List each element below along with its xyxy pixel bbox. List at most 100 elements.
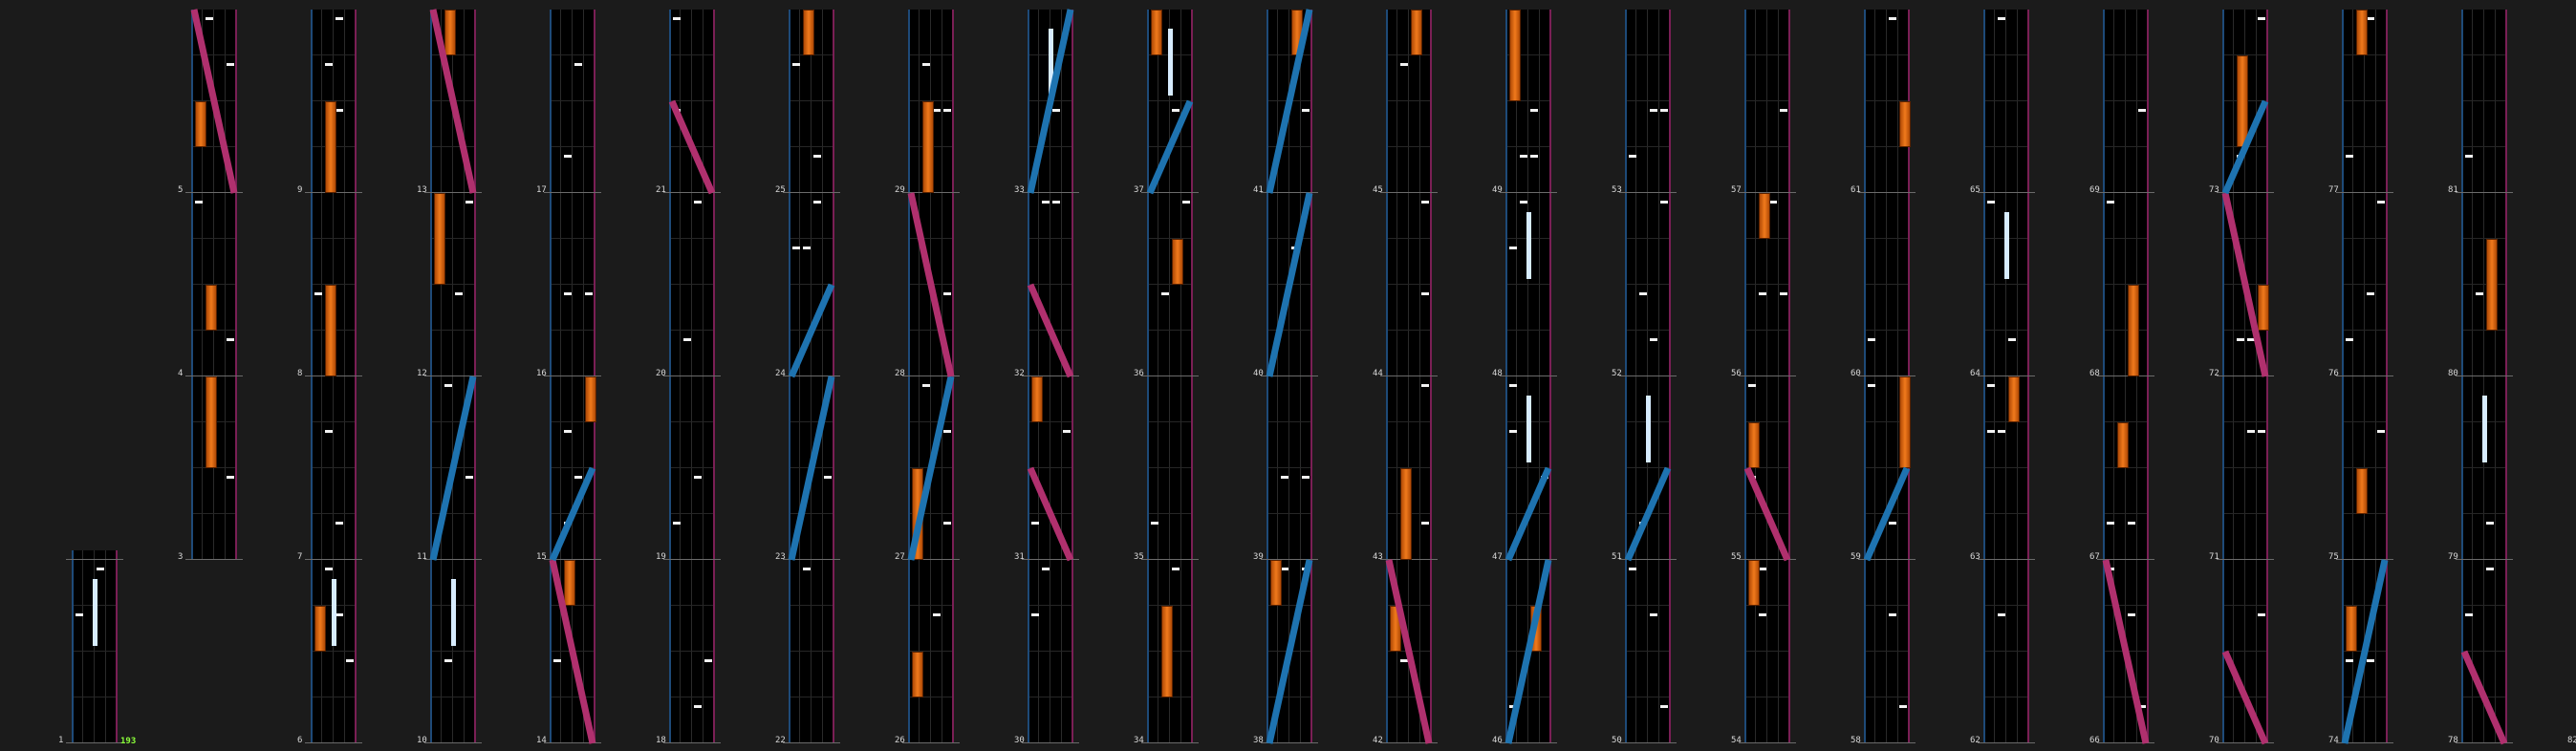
measure-number: 18 [656,736,666,745]
laser-lane-left [311,193,313,376]
chip-note [1780,109,1787,112]
bt-hold-note [1161,606,1173,697]
bar-line [1858,742,1916,743]
beat-grid [1864,193,1910,376]
measure-52: 52 [1612,193,1677,378]
laser-lane-right [355,560,357,743]
chip-note [1031,522,1039,525]
chip-note [1998,430,2005,433]
bt-hold-note [444,10,456,55]
chip-note [227,338,234,341]
beat-grid [2342,560,2388,743]
laser-lane-right [1430,376,1432,560]
measure-2 [66,550,123,560]
chip-note [2486,568,2494,570]
laser-lane-left [2342,193,2344,376]
chip-note [933,613,941,616]
measure-68: 68 [2089,193,2154,378]
laser-lane-left [1744,560,1746,743]
bar-line [663,742,721,743]
bar-line [305,559,362,560]
measure-number: 54 [1731,736,1742,745]
measure-80: 80 [2448,193,2513,378]
chip-note [455,292,463,295]
measure-61: 61 [1851,10,1916,195]
chip-note [1987,384,1995,387]
beat-grid [789,193,834,376]
measure-number: 82 [2567,736,2576,745]
beat-grid [2461,10,2507,193]
measure-77: 77 [2328,10,2393,195]
laser-lane-right [1788,10,1790,193]
beat-grid [72,550,118,560]
bar-line [783,559,840,560]
laser-lane-left [191,376,193,560]
chip-note [1421,522,1429,525]
chip-note [564,430,572,433]
laser-lane-left [1266,376,1268,560]
chip-note [1052,109,1060,112]
bar-line [902,742,960,743]
bar-line [902,559,960,560]
laser-lane-left [550,376,552,560]
measure-65: 65 [1970,10,2035,195]
laser-lane-right [1430,193,1432,376]
chip-note [1400,659,1408,662]
beat-grid [2103,376,2149,560]
measure-79: 79 [2448,376,2513,562]
chip-note [206,17,213,20]
chip-note [325,63,333,66]
chip-note [444,384,452,387]
laser-lane-right [1549,560,1551,743]
chip-note [2367,659,2374,662]
measure-number: 50 [1612,736,1622,745]
chip-note [585,292,593,295]
measure-37: 37 [1134,10,1199,195]
measure-number: 48 [1492,369,1503,378]
bt-hold-note [1759,193,1770,239]
laser-lane-left [1266,560,1268,743]
laser-lane-right [116,560,118,743]
laser-lane-right [355,193,357,376]
measure-number: 13 [417,185,427,195]
laser-lane-left [1505,560,1507,743]
laser-lane-right [2266,376,2268,560]
chip-note [1302,568,1310,570]
bar-line [663,559,721,560]
measure-number: 34 [1134,736,1144,745]
bar-line [1022,742,1079,743]
chip-note [1520,201,1527,204]
chip-note [1660,109,1668,112]
measure-number: 63 [1970,552,1981,562]
chip-note [465,201,473,204]
measure-20: 20 [656,193,721,378]
laser-lane-left [908,10,910,193]
laser-lane-right [713,10,715,193]
bar-line [1978,192,2035,193]
beat-grid [1864,560,1910,743]
measure-number: 71 [2209,552,2219,562]
measure-53: 53 [1612,10,1677,195]
measure-15: 15 [536,376,601,562]
measure-number: 30 [1014,736,1025,745]
measure-81: 81 [2448,10,2513,195]
laser-lane-right [952,376,954,560]
laser-lane-left [2461,193,2463,376]
beat-grid [550,193,595,376]
chip-note [683,338,691,341]
chip-note [1509,384,1517,387]
laser-lane-left [789,10,790,193]
laser-lane-right [1191,376,1193,560]
measure-number: 21 [656,185,666,195]
measure-73: 73 [2209,10,2274,195]
measure-number: 58 [1851,736,1861,745]
chip-note [314,292,322,295]
chip-note [673,522,681,525]
laser-lane-left [1744,10,1746,193]
bar-line [1619,559,1677,560]
bt-hold-note [314,606,326,652]
laser-lane-right [1549,193,1551,376]
laser-lane-left [2342,560,2344,743]
chip-note [1769,201,1777,204]
chip-note [1291,247,1299,249]
